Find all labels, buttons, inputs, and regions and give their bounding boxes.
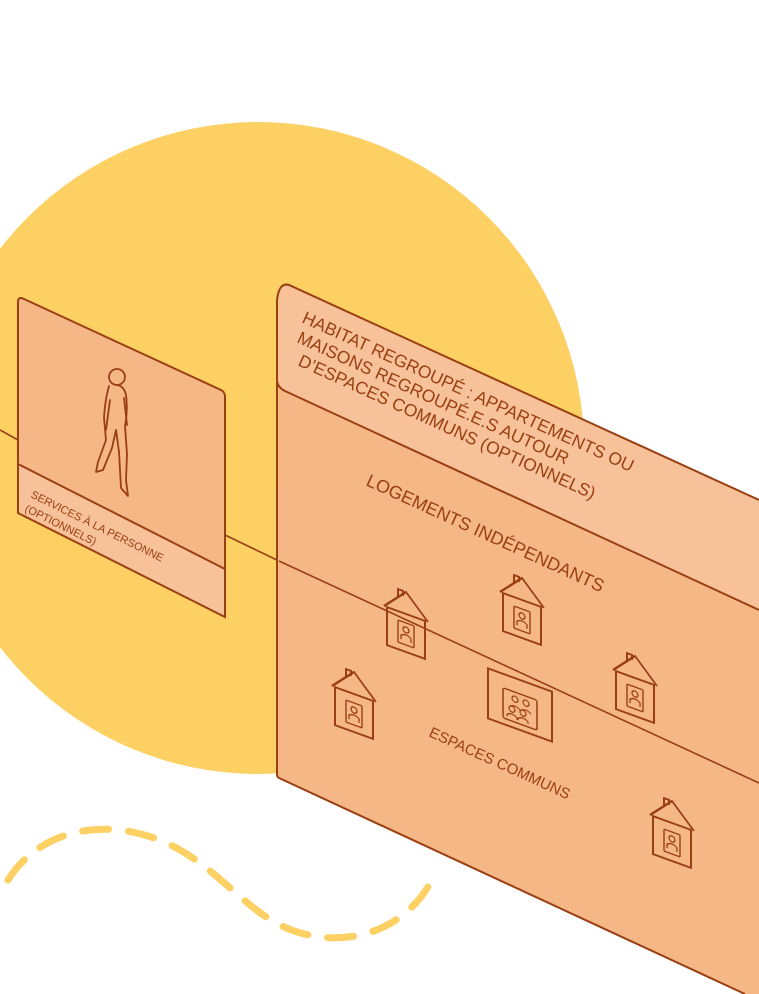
habitat-panel: HABITAT REGROUPÉ : APPARTEMENTS OU MAISO… [276, 283, 759, 994]
connector-line-left [0, 429, 19, 441]
connector-line-right [278, 560, 759, 784]
connector-line-middle [224, 534, 280, 562]
group-people-icon [487, 666, 553, 744]
services-panel: SERVICES À LA PERSONNE (OPTIONNELS) [17, 297, 226, 619]
dashed-wave [4, 825, 436, 942]
person-walking-icon [95, 368, 129, 497]
